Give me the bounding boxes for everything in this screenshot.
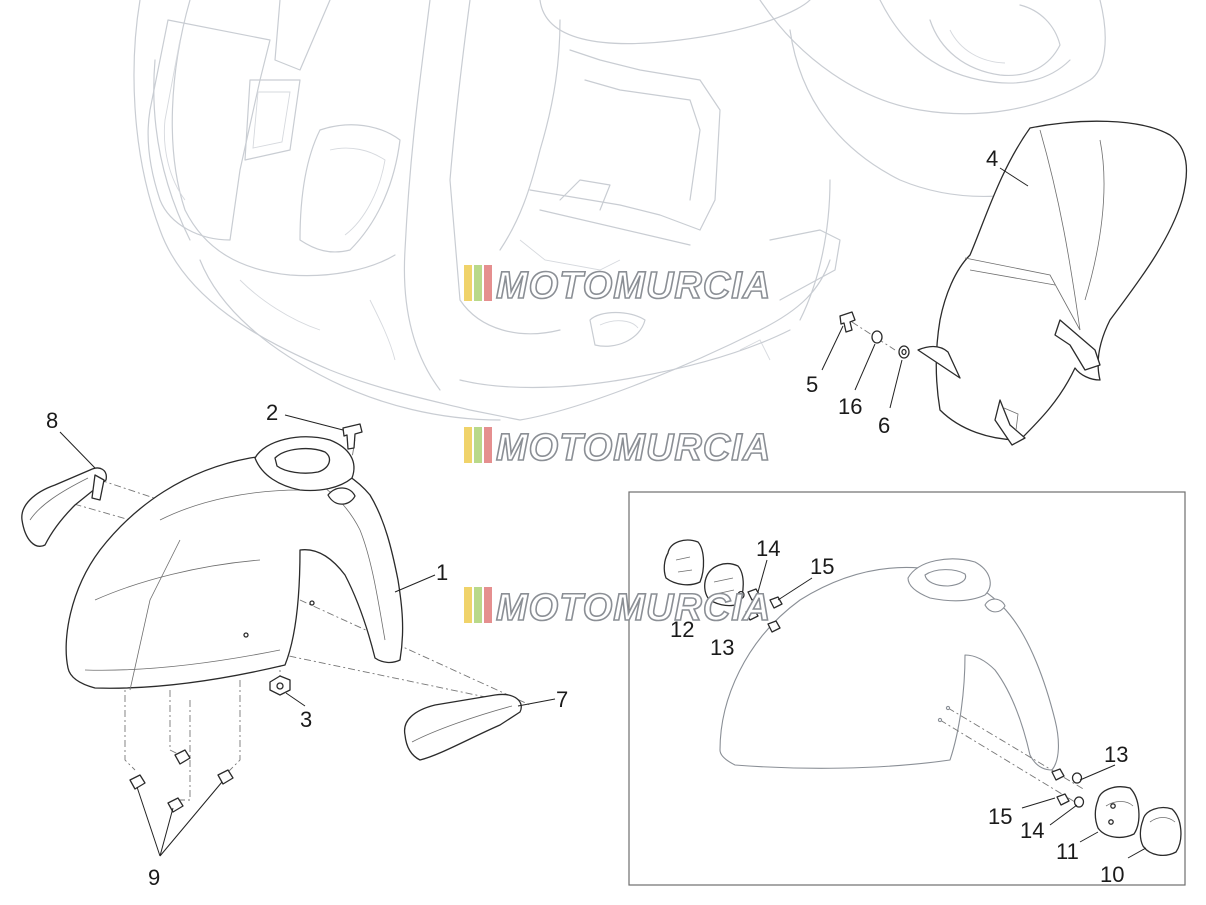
watermark-text: MOTOMURCIA	[496, 587, 771, 629]
callout-9: 9	[148, 865, 160, 890]
callout-13-top: 13	[710, 635, 734, 660]
watermark-2: MOTOMURCIA	[464, 426, 771, 470]
callout-14-bottom: 14	[1020, 818, 1044, 843]
watermark-3: MOTOMURCIA	[464, 586, 771, 630]
front-mudguard	[65, 455, 404, 689]
cap-part-11	[1094, 786, 1140, 839]
trim-part-8	[21, 467, 107, 547]
callout-6: 6	[878, 413, 890, 438]
variant-inset-frame	[628, 491, 1186, 886]
watermark-1: MOTOMURCIA	[464, 264, 771, 308]
inset-mudguard-variant	[663, 539, 1182, 857]
callout-1: 1	[436, 560, 448, 585]
cap-part-10	[1139, 806, 1182, 857]
watermark-text: MOTOMURCIA	[496, 427, 771, 469]
watermark-text: MOTOMURCIA	[496, 265, 771, 307]
callout-16: 16	[838, 394, 862, 419]
screw-part-2	[342, 423, 363, 450]
callout-5: 5	[806, 372, 818, 397]
leader-lines	[59, 167, 1147, 859]
callout-10: 10	[1100, 862, 1124, 887]
cap-part-13	[704, 563, 744, 607]
screw-part-5	[839, 311, 856, 333]
callout-12: 12	[670, 617, 694, 642]
callout-2: 2	[266, 400, 278, 425]
callout-4: 4	[986, 146, 998, 171]
callout-3: 3	[300, 707, 312, 732]
washer-part-16	[871, 330, 883, 344]
front-mudguard-assembly	[21, 423, 531, 813]
callout-labels: 1 2 3 4 5 16 6 7 8 9 14 15 12 13 13 15 1…	[46, 146, 1128, 890]
callout-13-bottom: 13	[1104, 742, 1128, 767]
callout-7: 7	[556, 687, 568, 712]
trim-part-7	[403, 693, 522, 761]
clips-part-9	[129, 749, 234, 813]
rear-mudguard	[935, 120, 1188, 441]
cap-part-12	[663, 539, 705, 586]
scooter-body-ghost	[133, 0, 1106, 421]
callout-11: 11	[1056, 839, 1079, 864]
rear-mudguard-assembly	[839, 120, 1188, 446]
callout-8: 8	[46, 408, 58, 433]
callout-15-bottom: 15	[988, 804, 1012, 829]
callout-14-top: 14	[756, 536, 780, 561]
callout-15-top: 15	[810, 554, 834, 579]
